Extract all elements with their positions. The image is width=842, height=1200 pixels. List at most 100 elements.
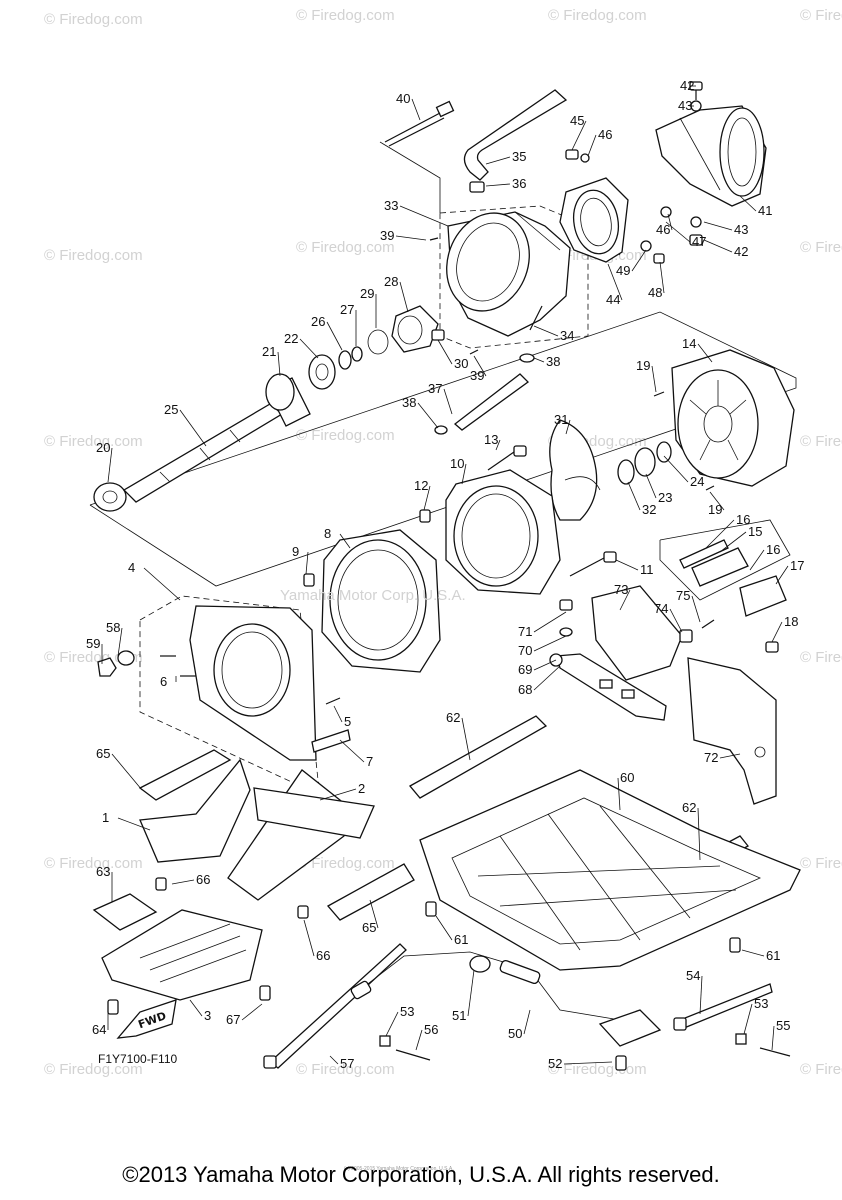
callout-leader xyxy=(771,1025,775,1051)
watermark-layer: © Firedog.com © Firedog.com © Firedog.com ©… xyxy=(44,7,842,1078)
callout-leader xyxy=(665,221,691,243)
callout-leader xyxy=(607,263,623,301)
part-callout-8: 8 xyxy=(324,526,331,541)
watermark: © Firedog.com xyxy=(296,239,395,256)
watermark: © Firedog.com xyxy=(800,239,842,256)
callout-leader xyxy=(719,753,741,759)
part-callout-61: 61 xyxy=(766,948,780,963)
callout-leader xyxy=(533,325,559,337)
callout-leader xyxy=(619,589,631,611)
callout-leader xyxy=(533,357,545,363)
callout-leader xyxy=(303,919,315,957)
part-callout-62: 62 xyxy=(682,800,696,815)
callout-leader xyxy=(326,321,343,351)
part-callout-43: 43 xyxy=(678,98,692,113)
part-callout-42: 42 xyxy=(680,78,694,93)
callout-leader xyxy=(743,1003,753,1035)
callout-leader xyxy=(111,753,143,791)
callout-leader xyxy=(333,705,343,723)
part-callout-28: 28 xyxy=(384,274,398,289)
watermark: © Firedog.com xyxy=(44,247,143,264)
callout-leader xyxy=(615,559,639,571)
part-callout-53: 53 xyxy=(754,996,768,1011)
callout-leader xyxy=(571,120,587,151)
callout-leader xyxy=(703,221,733,231)
part-callout-20: 20 xyxy=(96,440,110,455)
callout-leader xyxy=(651,365,657,393)
callout-leader xyxy=(189,999,203,1017)
part-callout-24: 24 xyxy=(690,474,704,489)
callout-leader xyxy=(415,1029,423,1051)
callout-leader xyxy=(179,409,207,447)
part-callout-75: 75 xyxy=(676,588,690,603)
part-callout-51: 51 xyxy=(452,1008,466,1023)
part-callout-65: 65 xyxy=(96,746,110,761)
callout-leader xyxy=(171,879,195,885)
bracket-assembly xyxy=(549,539,787,805)
part-callout-21: 21 xyxy=(262,344,276,359)
callout-leader xyxy=(411,98,421,121)
callout-leader xyxy=(423,485,431,511)
callout-leader xyxy=(697,807,701,861)
callout-leader xyxy=(399,281,409,313)
callout-leader xyxy=(691,595,701,623)
callout-leader xyxy=(627,481,641,511)
callout-leader xyxy=(533,665,561,691)
part-callout-72: 72 xyxy=(704,750,718,765)
watermark: © Firedog.com xyxy=(800,7,842,24)
callout-labels: 1234567891011121314151616171819192021222… xyxy=(86,78,804,1071)
callout-leader xyxy=(771,621,783,643)
callout-leader xyxy=(563,1061,613,1065)
callout-leader xyxy=(417,402,439,429)
part-callout-46: 46 xyxy=(598,127,612,142)
callout-leader xyxy=(587,134,597,157)
fwd-arrow-icon xyxy=(116,999,177,1039)
part-callout-41: 41 xyxy=(758,203,772,218)
part-callout-30: 30 xyxy=(454,356,468,371)
part-callout-52: 52 xyxy=(548,1056,562,1071)
part-callout-39: 39 xyxy=(380,228,394,243)
callout-leader xyxy=(703,239,733,253)
part-callout-19: 19 xyxy=(636,358,650,373)
callout-leader xyxy=(277,351,281,377)
callout-leader xyxy=(669,608,683,633)
callout-leader xyxy=(117,627,123,657)
part-callout-57: 57 xyxy=(340,1056,354,1071)
part-callout-39: 39 xyxy=(470,368,484,383)
callout-leader xyxy=(749,549,765,571)
part-callout-1: 1 xyxy=(102,810,109,825)
watermark: © Firedog.com xyxy=(44,649,143,666)
part-callout-16: 16 xyxy=(736,512,750,527)
part-callout-42: 42 xyxy=(734,244,748,259)
callout-leader xyxy=(339,533,351,549)
callout-leader xyxy=(319,788,357,801)
part-callout-15: 15 xyxy=(748,524,762,539)
part-callout-19: 19 xyxy=(708,502,722,517)
watermark: © Firedog.com xyxy=(548,1061,647,1078)
impeller-shaft-assembly xyxy=(93,305,795,523)
callout-leader xyxy=(339,739,365,763)
watermark: © Firedog.com xyxy=(296,1061,395,1078)
part-callout-16: 16 xyxy=(766,542,780,557)
part-callout-59: 59 xyxy=(86,636,100,651)
callout-leader xyxy=(485,156,511,165)
part-callout-61: 61 xyxy=(454,932,468,947)
part-callout-64: 64 xyxy=(92,1022,106,1037)
part-callout-68: 68 xyxy=(518,682,532,697)
part-callout-46: 46 xyxy=(656,222,670,237)
part-callout-2: 2 xyxy=(358,781,365,796)
callout-leader xyxy=(775,565,789,585)
watermark: © Firedog.com xyxy=(44,1061,143,1078)
callout-leader xyxy=(523,1009,531,1035)
callout-leader xyxy=(461,463,467,485)
part-callout-55: 55 xyxy=(776,1018,790,1033)
part-callout-67: 67 xyxy=(226,1012,240,1027)
callout-leader xyxy=(473,355,487,377)
callout-leader xyxy=(399,205,449,227)
part-callout-29: 29 xyxy=(360,286,374,301)
watermark: © Firedog.com xyxy=(296,427,395,444)
part-callout-70: 70 xyxy=(518,643,532,658)
part-callout-65: 65 xyxy=(362,920,376,935)
part-callout-10: 10 xyxy=(450,456,464,471)
part-callout-53: 53 xyxy=(400,1004,414,1019)
